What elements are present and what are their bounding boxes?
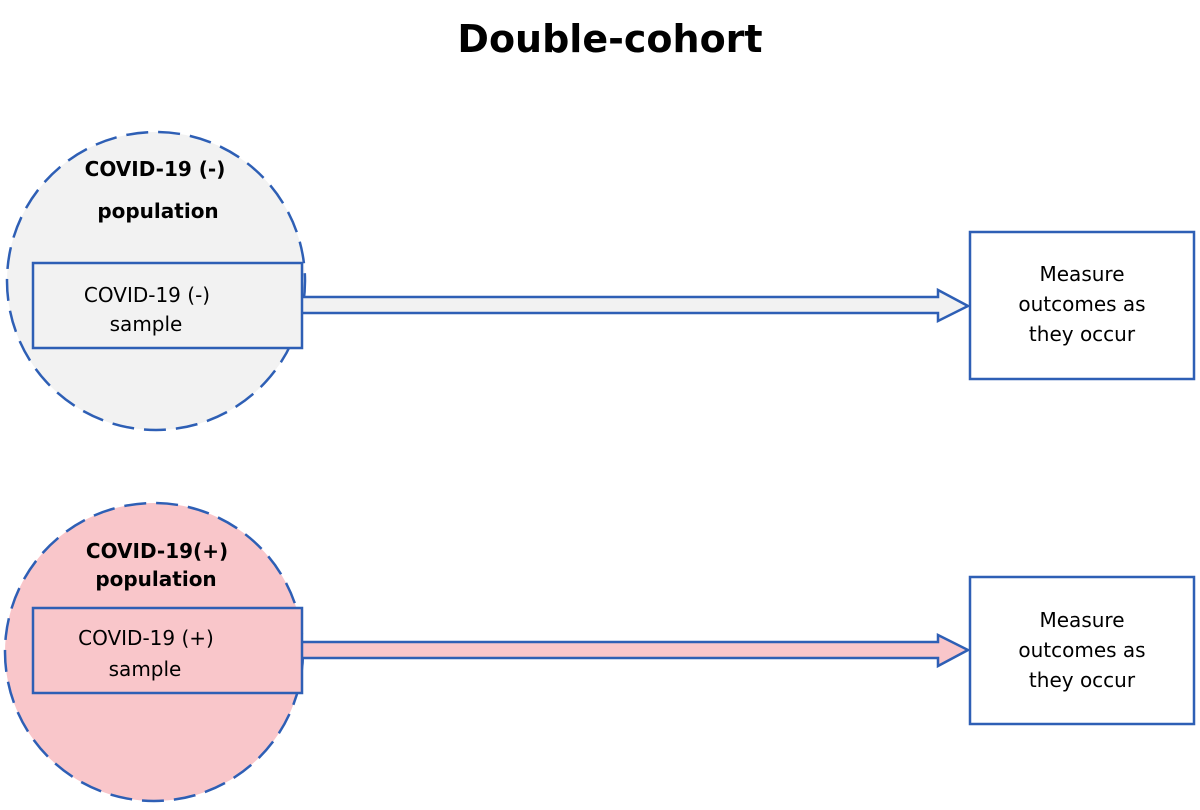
outcome-label-positive-line3: they occur xyxy=(1029,668,1136,692)
population-label-positive-line1: COVID-19(+) xyxy=(86,539,228,563)
diagram-title: Double-cohort xyxy=(457,17,762,61)
outcome-box-positive xyxy=(968,575,1196,726)
outcome-label-negative-line2: outcomes as xyxy=(1018,292,1145,316)
population-label-positive-line2: population xyxy=(95,567,216,591)
population-label-negative-line1: COVID-19 (-) xyxy=(85,157,226,181)
sample-label-positive-line1: COVID-19 (+) xyxy=(78,626,214,650)
arrow-negative xyxy=(302,287,971,324)
sample-box-positive xyxy=(31,606,304,695)
outcome-box-negative xyxy=(968,230,1196,381)
cohort-negative: COVID-19 (-) population COVID-19 (-) sam… xyxy=(5,130,1196,432)
sample-label-negative-line2: sample xyxy=(110,312,183,336)
sample-label-negative-line1: COVID-19 (-) xyxy=(84,283,210,307)
cohort-positive: COVID-19(+) population COVID-19 (+) samp… xyxy=(3,501,1196,803)
sample-box-negative xyxy=(31,261,304,350)
sample-label-positive-line2: sample xyxy=(109,657,182,681)
arrow-positive xyxy=(302,632,971,669)
outcome-label-negative-line1: Measure xyxy=(1040,262,1125,286)
population-label-negative-line2: population xyxy=(97,199,218,223)
outcome-label-positive-line1: Measure xyxy=(1040,608,1125,632)
outcome-label-positive-line2: outcomes as xyxy=(1018,638,1145,662)
outcome-label-negative-line3: they occur xyxy=(1029,322,1136,346)
